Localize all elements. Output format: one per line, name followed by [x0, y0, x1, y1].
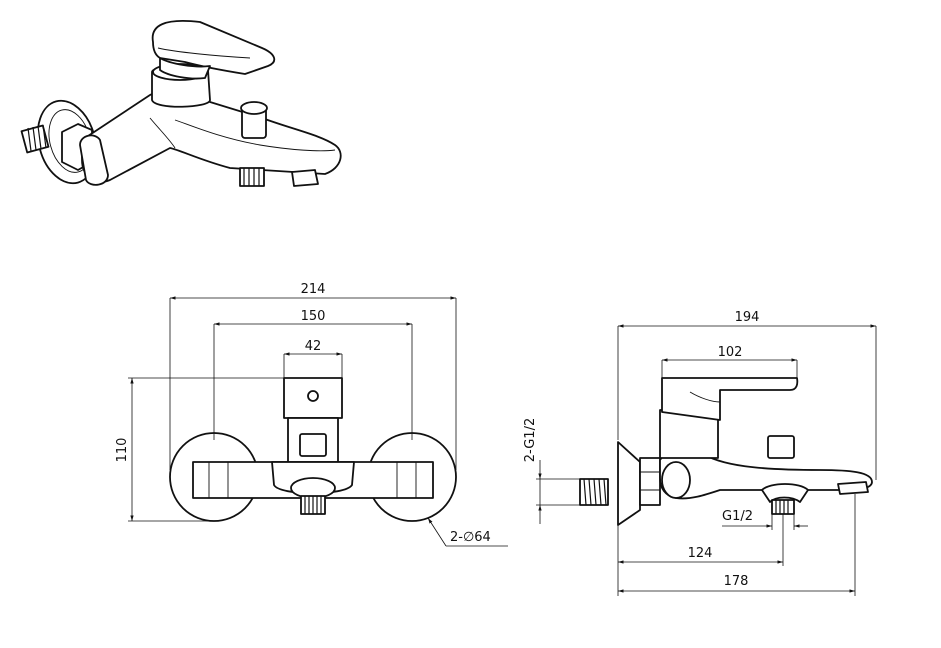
dim-overall-depth: 194 [735, 310, 760, 325]
dim-outlet-thread: G1/2 [722, 509, 753, 524]
isometric-view [20, 20, 342, 187]
diverter-knob [240, 101, 268, 139]
dim-spout-distance: 178 [724, 574, 749, 589]
inlet-thread [20, 124, 50, 154]
dim-height: 110 [115, 438, 130, 463]
side-view: 194 102 2-G1/2 G1/2 124 178 [523, 310, 877, 596]
front-view: 214 150 42 110 2-∅64 [115, 282, 508, 547]
side-inlet-thread [579, 478, 609, 506]
dim-inlet-centers: 150 [301, 309, 326, 324]
shower-outlet [239, 167, 265, 187]
dim-overall-width: 214 [301, 282, 326, 297]
dim-flange-note: 2-∅64 [450, 530, 491, 545]
dim-body-width: 42 [305, 339, 322, 354]
dim-handle-length: 102 [718, 345, 743, 360]
dim-outlet-distance: 124 [688, 546, 713, 561]
dim-inlet-thread: 2-G1/2 [523, 418, 538, 462]
